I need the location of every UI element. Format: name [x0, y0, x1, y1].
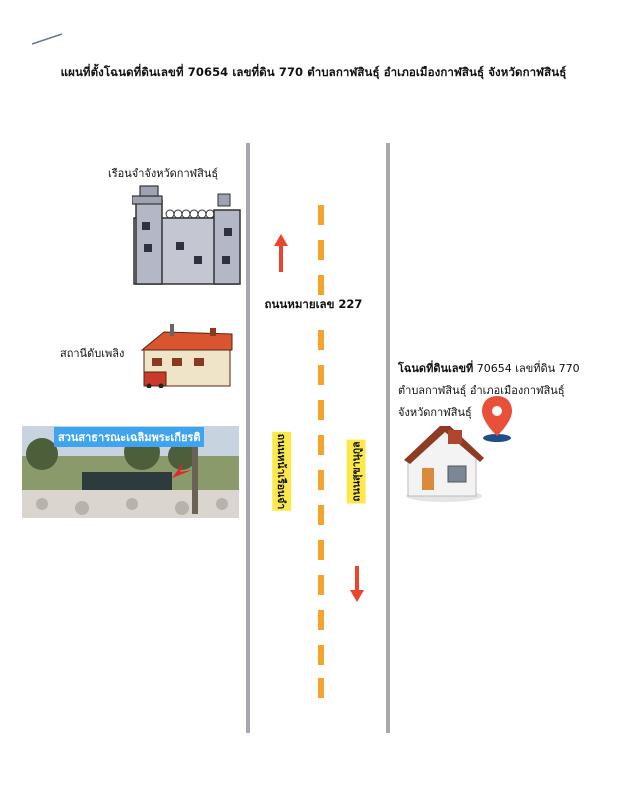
parcel-line-2: ตำบลกาฬสินธุ์ อำเภอเมืองกาฬสินธุ์ — [398, 384, 565, 397]
center-dash — [318, 240, 324, 260]
fire-station-label: สถานีดับเพลิง — [60, 347, 125, 360]
center-dash — [318, 575, 324, 595]
center-dash — [318, 610, 324, 630]
prison-label: เรือนจำจังหวัดกาฬสินธุ์ — [108, 167, 219, 180]
center-dash — [318, 435, 324, 455]
park-banner: สวนสาธารณะเฉลิมพระเกียรติ — [54, 427, 205, 447]
center-dash — [318, 205, 324, 225]
arrow-down-icon — [350, 566, 364, 602]
house-icon — [404, 426, 484, 502]
center-dash — [318, 470, 324, 490]
road-name: ถนนหมายเลข 227 — [264, 297, 363, 311]
parcel-line-3: จังหวัดกาฬสินธุ์ — [398, 406, 472, 419]
center-dash — [318, 330, 324, 350]
center-dash — [318, 365, 324, 385]
page-title: แผนที่ตั้งโฉนดที่ดินเลขที่ 70654 เลขที่ด… — [60, 65, 567, 79]
center-dash — [318, 645, 324, 665]
center-dash — [318, 275, 324, 295]
arrow-up-icon — [274, 234, 288, 272]
parcel-info: โฉนดที่ดินเลขที่ 70654 เลขที่ดิน 770 ตำบ… — [398, 358, 580, 424]
center-dash — [318, 505, 324, 525]
street-label-prison-road: ถนนหน้าเรือนจำ — [272, 431, 292, 512]
road-edge-right — [386, 143, 390, 733]
location-pin-icon — [482, 396, 512, 442]
road-edge-left — [246, 143, 250, 733]
fire-station-icon — [140, 324, 233, 388]
scan-mark — [31, 33, 63, 45]
center-dash — [318, 540, 324, 560]
prison-icon — [132, 185, 241, 285]
street-label-sukhanukun: ถนนสุขานุกูล — [346, 439, 366, 504]
center-dash — [318, 400, 324, 420]
center-dash — [318, 678, 324, 698]
parcel-line-1: โฉนดที่ดินเลขที่ 70654 เลขที่ดิน 770 — [398, 362, 580, 375]
